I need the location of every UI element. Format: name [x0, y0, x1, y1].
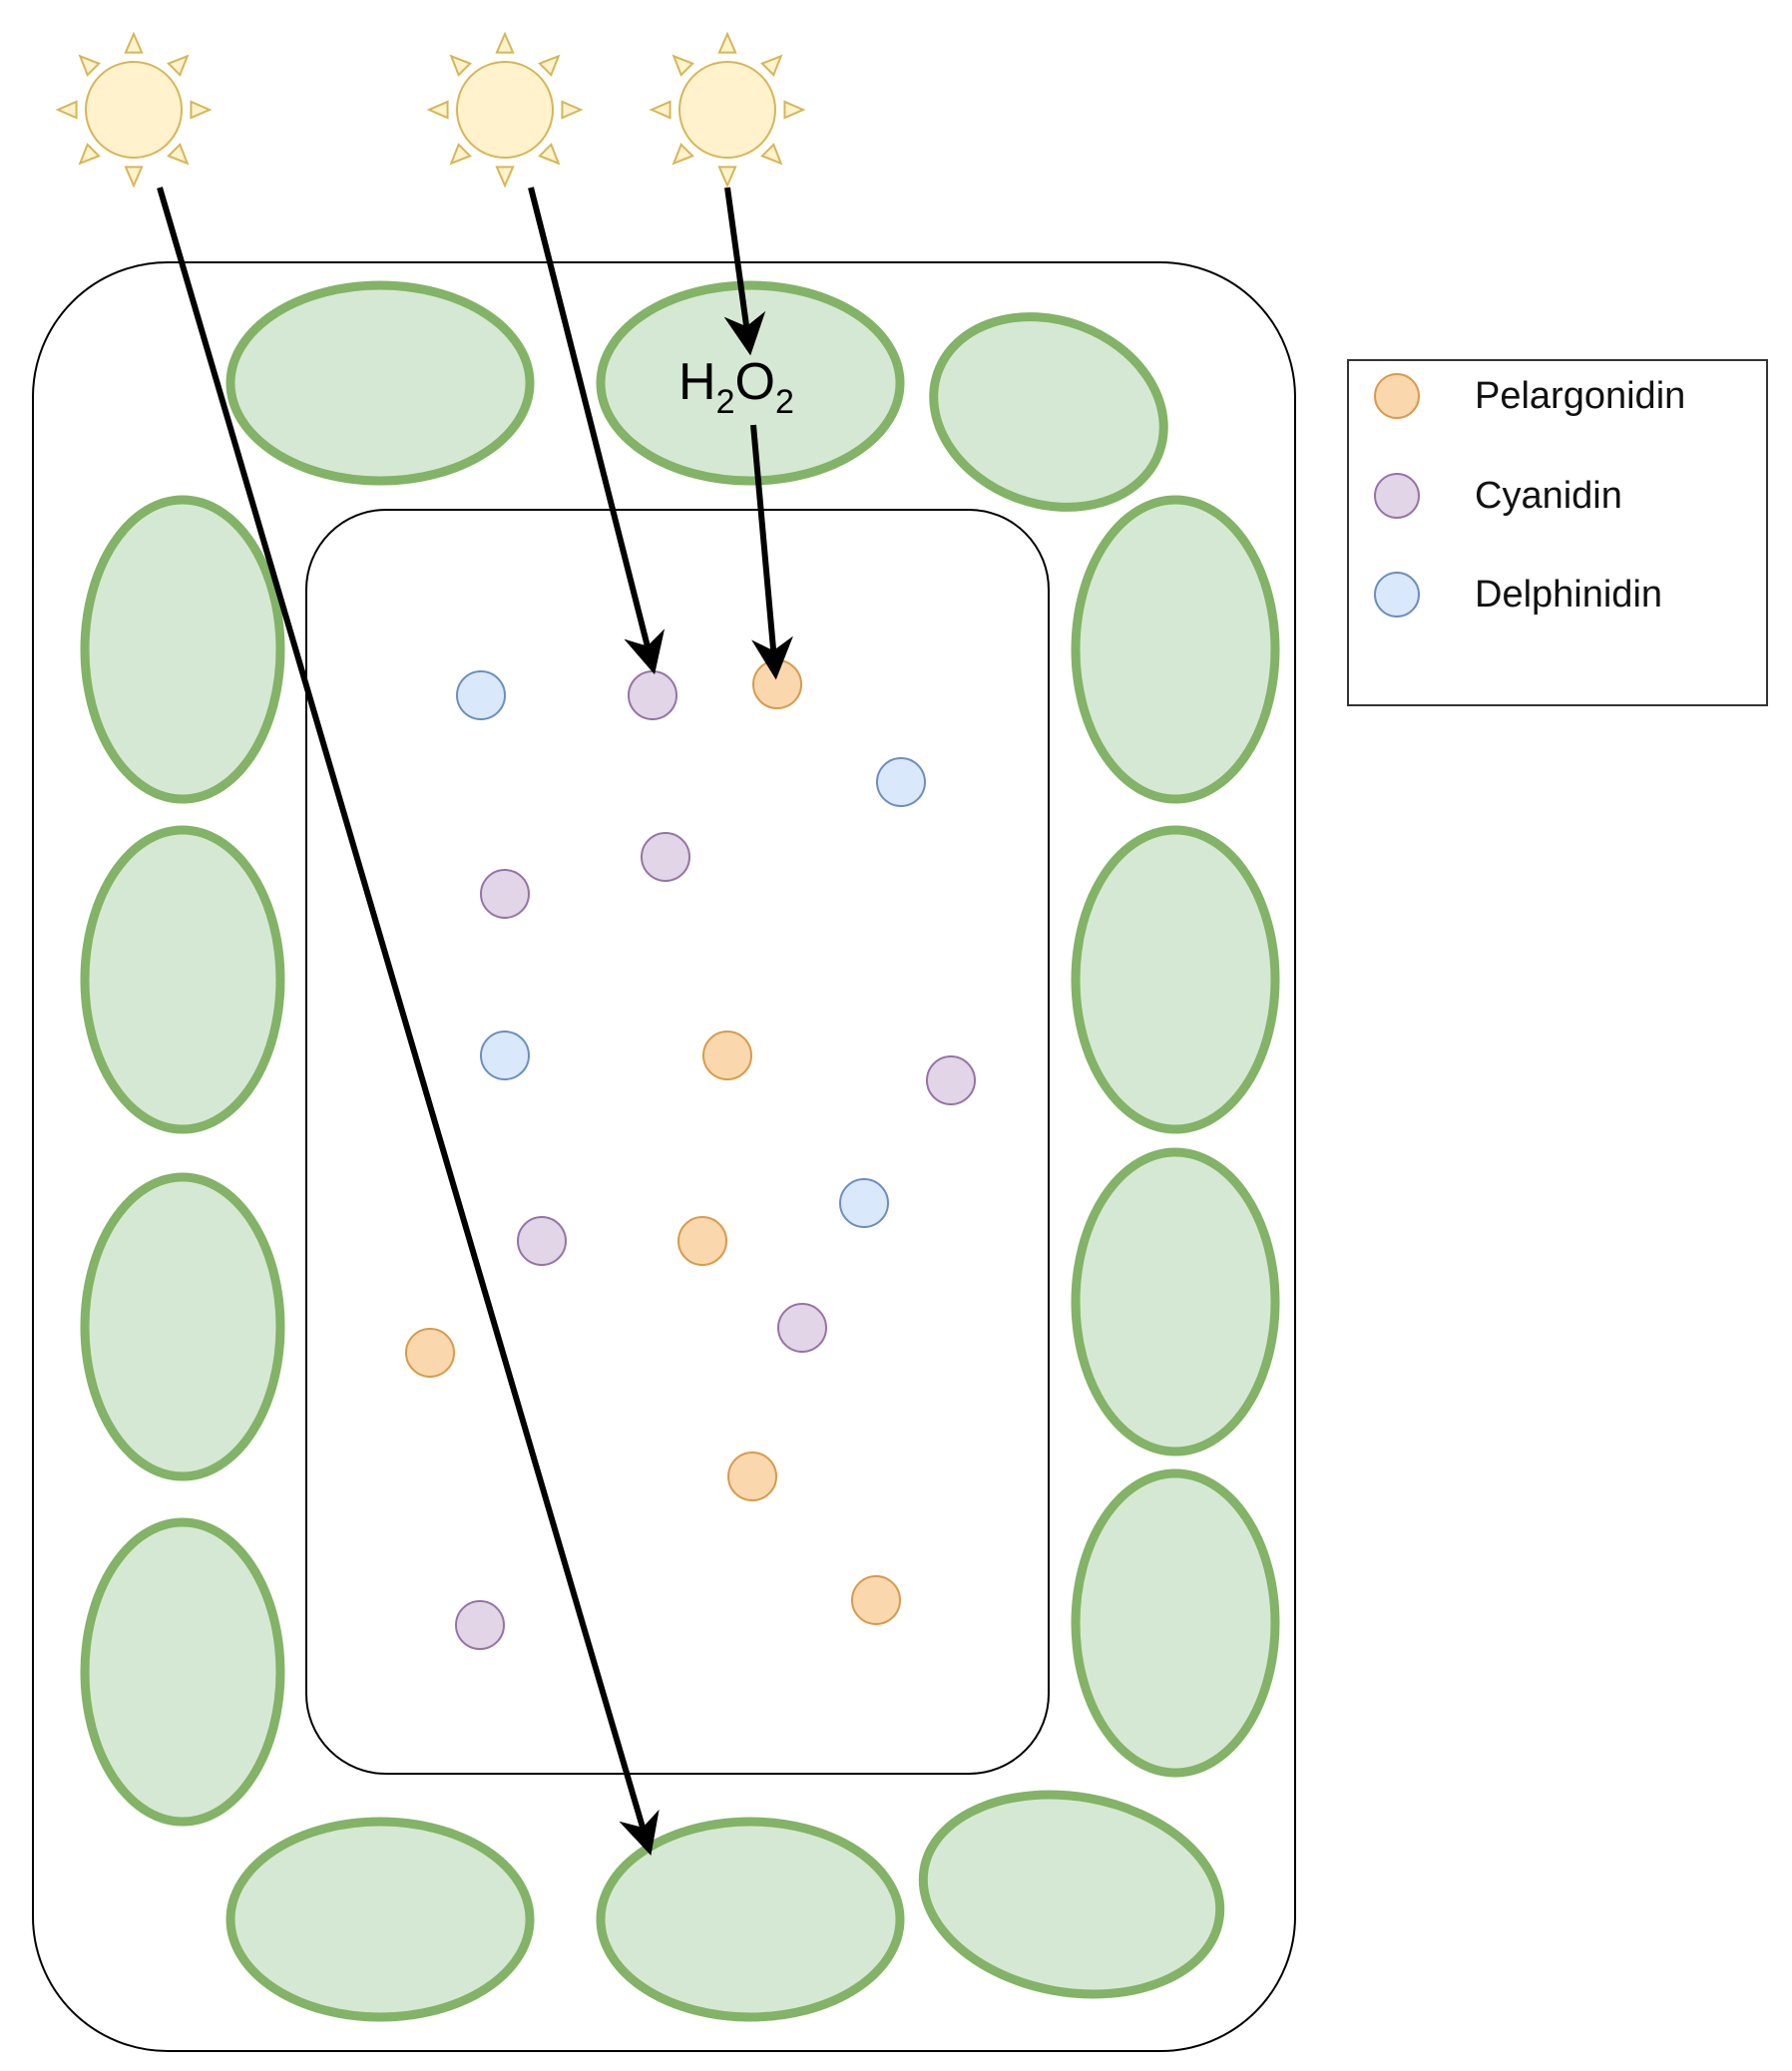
sun-ray — [78, 143, 101, 166]
sun-ray — [78, 54, 101, 77]
pigment-group — [405, 659, 976, 1650]
cyanidin-molecule — [628, 670, 677, 720]
sun-icon — [55, 31, 213, 189]
sun-ray — [449, 143, 472, 166]
cyanidin-molecule — [480, 869, 530, 919]
sun-ray — [124, 166, 144, 189]
sun-disc — [85, 61, 183, 159]
chloroplast — [225, 1817, 535, 2022]
h2o2-label: H2O2 — [678, 353, 794, 421]
h2o2-arrow — [750, 424, 793, 680]
sun-ray — [538, 54, 561, 77]
sun-icon — [426, 31, 584, 189]
sun-ray — [190, 100, 213, 120]
chloroplast — [80, 495, 285, 804]
light-arrow-2 — [528, 187, 666, 675]
delphinidin-molecule — [876, 757, 926, 807]
legend-item-cyanidin: Cyanidin — [1349, 466, 1766, 526]
chloroplast-group — [80, 280, 1280, 2022]
chloroplast — [1071, 495, 1280, 804]
sun-disc — [678, 61, 776, 159]
chloroplast — [596, 1817, 905, 2022]
cyanidin-molecule — [455, 1600, 505, 1650]
sun-ray — [783, 100, 806, 120]
sun-ray — [672, 54, 694, 77]
chloroplast — [80, 1172, 285, 1481]
sun-group — [55, 31, 806, 189]
pelargonidin-molecule — [851, 1575, 901, 1625]
delphinidin-molecule — [839, 1178, 889, 1228]
delphinidin-molecule — [480, 1031, 530, 1080]
sun-disc — [456, 61, 554, 159]
chloroplast — [929, 312, 1168, 512]
sun-ray — [760, 54, 783, 77]
delphinidin-molecule — [456, 670, 506, 720]
chloroplast — [225, 280, 535, 486]
sun-ray — [538, 143, 561, 166]
cyanidin-molecule — [926, 1055, 976, 1105]
vacuole — [305, 509, 1050, 1775]
chloroplast — [80, 825, 285, 1134]
legend-item-pelargonidin: Pelargonidin — [1349, 366, 1766, 426]
light-arrow-1 — [157, 187, 660, 1857]
legend-item-delphinidin: Delphinidin — [1349, 565, 1766, 624]
sun-ray — [649, 100, 672, 120]
cyanidin-molecule — [517, 1216, 567, 1266]
chloroplast — [80, 1517, 285, 1827]
sun-ray — [760, 143, 783, 166]
pelargonidin-molecule — [677, 1216, 727, 1266]
pelargonidin-molecule — [702, 1031, 752, 1080]
sun-ray — [124, 31, 144, 54]
chloroplast — [1071, 1468, 1280, 1778]
sun-ray — [717, 31, 737, 54]
sun-ray — [426, 100, 449, 120]
cyanidin-molecule — [641, 832, 690, 882]
sun-icon — [649, 31, 806, 189]
pelargonidin-molecule — [405, 1328, 455, 1378]
chloroplast — [1071, 825, 1280, 1134]
cyanidin-swatch — [1374, 473, 1420, 519]
sun-ray — [495, 31, 515, 54]
sun-ray — [561, 100, 584, 120]
legend-label: Pelargonidin — [1475, 374, 1686, 417]
sun-ray — [495, 166, 515, 189]
cyanidin-molecule — [777, 1303, 827, 1353]
delphinidin-swatch — [1374, 572, 1420, 618]
sun-ray — [672, 143, 694, 166]
pelargonidin-molecule — [727, 1451, 777, 1501]
chloroplast — [596, 280, 905, 486]
chloroplast — [1071, 1147, 1280, 1456]
sun-ray — [55, 100, 78, 120]
sun-ray — [449, 54, 472, 77]
sun-ray — [167, 143, 190, 166]
sun-ray — [717, 166, 737, 189]
legend-label: Delphinidin — [1475, 573, 1663, 616]
legend-label: Cyanidin — [1475, 474, 1622, 517]
chloroplast — [918, 1790, 1225, 1999]
sun-ray — [167, 54, 190, 77]
light-arrow-3 — [723, 187, 766, 356]
legend: Pelargonidin Cyanidin Delphinidin — [1347, 359, 1768, 706]
pelargonidin-swatch — [1374, 373, 1420, 419]
